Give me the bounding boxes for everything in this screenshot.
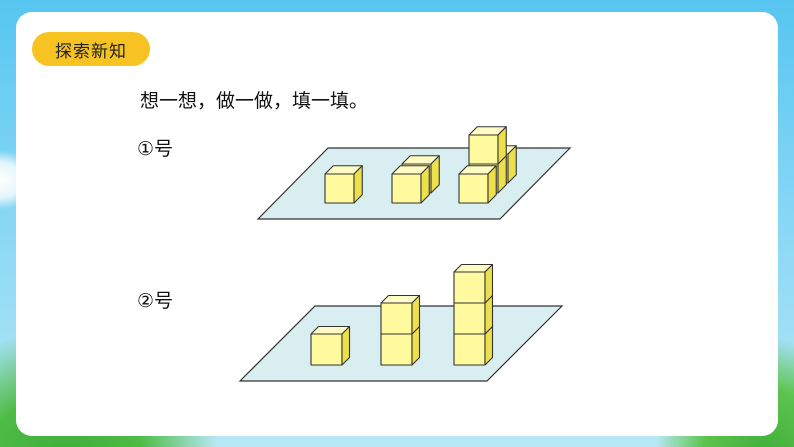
cube-front-face — [380, 302, 413, 335]
cube-front-face — [391, 173, 422, 204]
cube-front-face — [453, 302, 486, 335]
figure-2-cubes — [310, 263, 494, 366]
cube-front-face — [380, 333, 413, 366]
cube-side-face — [420, 165, 430, 204]
cube-side-face — [411, 294, 421, 335]
cube-front-face — [458, 173, 489, 204]
cube-side-face — [497, 126, 507, 165]
cube-side-face — [484, 263, 494, 304]
cube-front-face — [310, 333, 343, 366]
section-tag: 探索新知 — [32, 32, 150, 66]
cube-front-face — [324, 173, 355, 204]
cube-side-face — [507, 145, 517, 184]
cube-side-face — [430, 155, 440, 194]
cube-front-face — [453, 271, 486, 304]
figure-1-label: ①号 — [137, 138, 174, 160]
cube-side-face — [353, 165, 363, 204]
cube-front-face — [453, 333, 486, 366]
cube-side-face — [341, 325, 351, 366]
figure-2-label: ②号 — [137, 290, 174, 312]
figure-1-cubes — [324, 126, 517, 204]
instruction-text: 想一想，做一做，填一填。 — [140, 90, 369, 112]
cube-side-face — [487, 165, 497, 204]
cube-front-face — [468, 134, 499, 165]
